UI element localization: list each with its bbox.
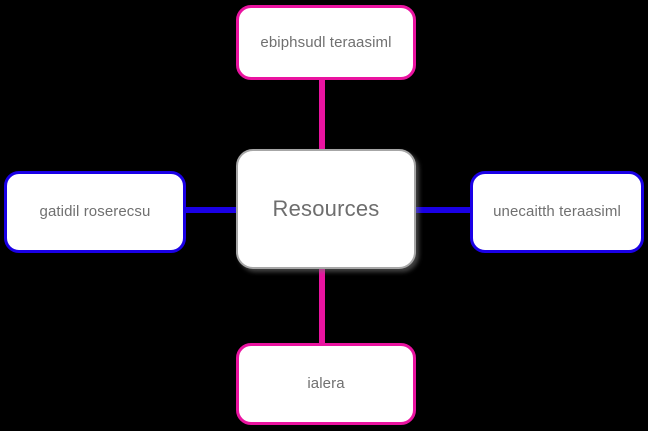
node-bottom-label: ialera [307,375,345,392]
connector-center-to-right [410,207,475,213]
node-left-label: gatidil roserecsu [39,203,151,220]
node-center-label: Resources [272,195,380,221]
node-right[interactable]: unecaitth teraasiml [470,171,644,253]
node-center[interactable]: Resources [236,149,416,269]
node-left[interactable]: gatidil roserecsu [4,171,186,253]
node-right-label: unecaitth teraasiml [493,203,621,220]
node-bottom[interactable]: ialera [236,343,416,425]
node-top[interactable]: ebiphsudl teraasiml [236,5,416,80]
connector-center-to-left [178,207,240,213]
connector-center-to-top [319,74,325,156]
connector-center-to-bottom [319,265,325,347]
node-top-label: ebiphsudl teraasiml [260,33,392,51]
